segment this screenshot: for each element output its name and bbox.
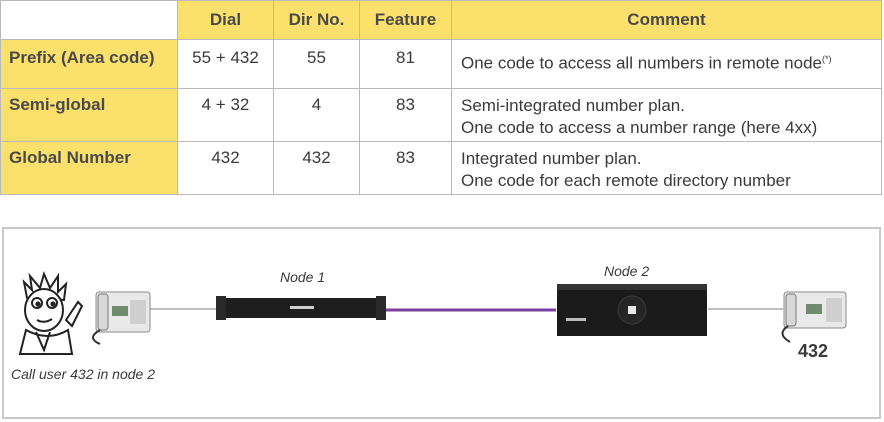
target-number-label: 432 <box>798 341 829 361</box>
caller-desk-phone-icon <box>92 291 151 345</box>
comment-line-1: Semi-integrated number plan. <box>461 96 685 115</box>
dir-no-cell: 432 <box>273 141 360 195</box>
node1-label: Node 1 <box>280 269 326 285</box>
comment-line-2: One code to access a number range (here … <box>461 118 818 137</box>
header-feature: Feature <box>359 0 452 40</box>
comment-cell: Integrated number plan. One code for each… <box>451 141 882 195</box>
footnote-marker: (*) <box>821 54 832 64</box>
comment-line-1: Integrated number plan. <box>461 149 642 168</box>
node2-label: Node 2 <box>604 263 650 279</box>
corner-cell <box>0 0 178 40</box>
comment-line-2: One code for each remote directory numbe… <box>461 171 791 190</box>
table-row: Prefix (Area code) 55 + 432 55 81 One co… <box>0 39 882 89</box>
network-diagram-frame <box>2 227 881 419</box>
table-row: Global Number 432 432 83 Integrated numb… <box>0 141 882 195</box>
dial-cell: 55 + 432 <box>177 39 274 89</box>
dir-no-cell: 55 <box>273 39 360 89</box>
feature-cell: 83 <box>359 88 452 142</box>
target-desk-phone-icon <box>781 291 847 343</box>
header-dir-no: Dir No. <box>273 0 360 40</box>
node2-device-icon <box>557 284 707 336</box>
caller-caption: Call user 432 in node 2 <box>11 366 155 382</box>
comment-line-1: One code to access all numbers in remote… <box>461 53 822 73</box>
header-comment: Comment <box>451 0 882 40</box>
number-plan-table: Dial Dir No. Feature Comment Prefix (Are… <box>0 0 882 195</box>
node1-device-icon <box>216 296 386 320</box>
dial-cell: 4 + 32 <box>177 88 274 142</box>
row-label: Prefix (Area code) <box>0 39 178 89</box>
dir-no-cell: 4 <box>273 88 360 142</box>
row-label: Global Number <box>0 141 178 195</box>
table-header-row: Dial Dir No. Feature Comment <box>0 0 882 40</box>
caller-person-icon <box>18 271 84 355</box>
row-label: Semi-global <box>0 88 178 142</box>
